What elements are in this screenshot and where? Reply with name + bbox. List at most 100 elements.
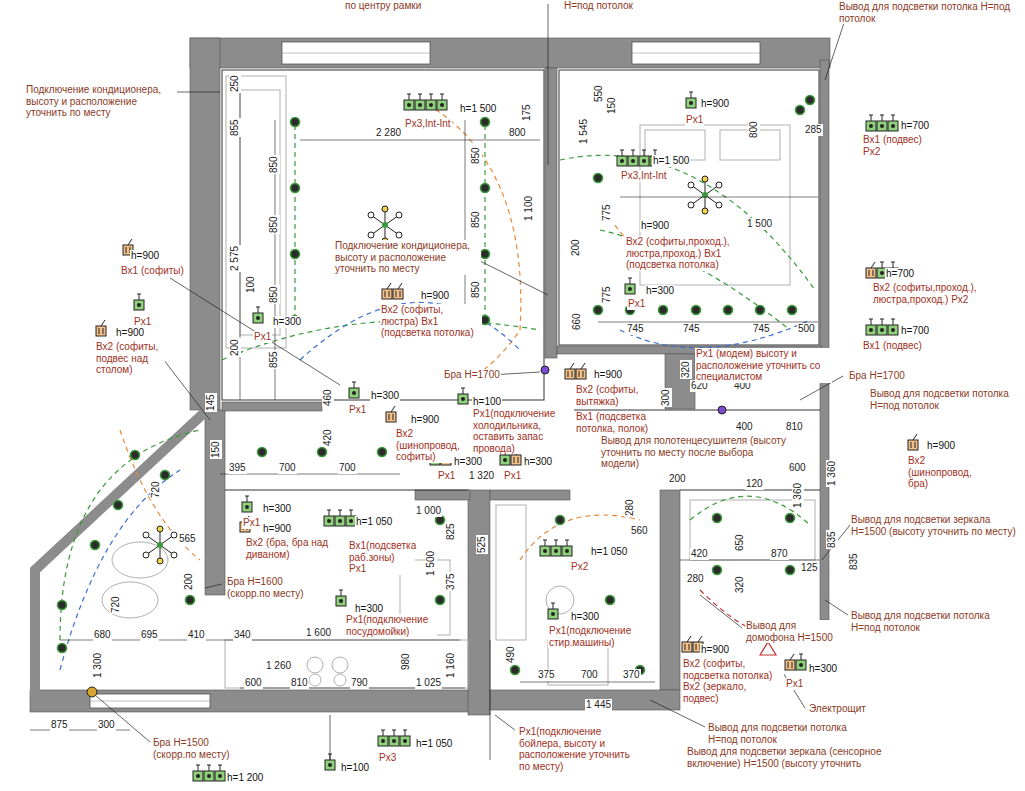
dimension-label: 200 xyxy=(183,572,195,591)
dimension-label: 850 xyxy=(268,285,280,304)
circuit-label: Рх1 xyxy=(348,404,367,416)
note-label: Вывод для подсветки потолка Н=под потоло… xyxy=(850,610,1002,633)
circuit-label: Рх3,Int-Int xyxy=(404,118,452,130)
height-label: h=1 050 xyxy=(590,546,628,558)
dimension-label: 850 xyxy=(268,215,280,234)
note-label: Вывод для полотенцесушителя (высоту уточ… xyxy=(600,435,787,470)
dimension-label: 700 xyxy=(338,462,357,474)
dimension-label: 875 xyxy=(50,719,69,731)
dimension-label: 1 600 xyxy=(305,627,332,639)
height-label: h=300 xyxy=(354,603,384,615)
dimension-label: 700 xyxy=(580,669,599,681)
dimension-label: 850 xyxy=(470,280,482,299)
height-label: h=900 xyxy=(700,644,730,656)
dimension-label: 100 xyxy=(245,275,257,294)
dimension-label: 1 500 xyxy=(746,218,773,230)
dimension-label: 1 360 xyxy=(792,482,804,509)
dimension-label: 600 xyxy=(244,677,263,689)
circuit-label: Вх1(подсветка раб.зоны) Рх1 xyxy=(348,540,415,575)
dimension-label: 320 xyxy=(680,360,692,379)
dimension-label: 320 xyxy=(734,575,746,594)
height-label: h=300 xyxy=(570,611,600,623)
height-label: h=300 xyxy=(453,456,483,468)
height-label: h=1 050 xyxy=(355,516,393,528)
dimension-label: 850 xyxy=(470,210,482,229)
dimension-label: 700 xyxy=(278,462,297,474)
dimension-label: 500 xyxy=(797,323,816,335)
dimension-label: 150 xyxy=(606,96,618,115)
dimension-label: 1 260 xyxy=(265,660,292,672)
dimension-label: 775 xyxy=(601,203,613,222)
height-label: h=300 xyxy=(262,503,292,515)
dimension-label: 340 xyxy=(233,629,252,641)
circuit-label: Рх1 xyxy=(253,331,272,343)
note-label: Вывод для подсветки потолка Н=под потоло… xyxy=(869,388,1021,411)
dimension-label: 1 100 xyxy=(523,195,535,222)
height-label: h=100 xyxy=(340,762,370,774)
height-label: h=900 xyxy=(130,250,160,262)
circuit-label: Рх3 xyxy=(378,752,397,764)
dimension-label: 400 xyxy=(735,421,754,433)
dimension-label: 375 xyxy=(537,669,556,681)
note-label: по центру рамки xyxy=(344,0,422,12)
dimension-label: 550 xyxy=(593,84,605,103)
note-label: Бра Н=1600 (скорр.по месту) xyxy=(226,576,323,599)
dimension-label: 695 xyxy=(140,629,159,641)
dimension-label: 250 xyxy=(229,74,241,93)
dimension-label: 600 xyxy=(788,462,807,474)
dimension-label: 490 xyxy=(505,645,517,664)
dimension-label: 1 320 xyxy=(468,470,495,482)
dimension-label: 800 xyxy=(508,127,527,139)
height-label: h=700 xyxy=(900,325,930,337)
circuit-label: Вх2 (софиты, люстра) Вх1 (подсветка пото… xyxy=(380,304,482,339)
circuit-label: Рх1 xyxy=(133,316,152,328)
dimension-label: 720 xyxy=(110,595,122,614)
height-label: h=300 xyxy=(645,285,675,297)
note-label: Подключение кондиционера, высоту и распо… xyxy=(334,240,481,275)
dimension-label: 810 xyxy=(785,421,804,433)
dimension-label: 280 xyxy=(624,498,636,517)
dimension-label: 1 545 xyxy=(578,118,590,145)
height-label: h=300 xyxy=(272,316,302,328)
circuit-label: Рх1 xyxy=(627,298,646,310)
dimension-label: 375 xyxy=(445,572,457,591)
dimension-label: 1 000 xyxy=(415,505,442,517)
dimension-label: 420 xyxy=(690,548,709,560)
dimension-label: 460 xyxy=(322,388,334,407)
dimension-label: 745 xyxy=(682,323,701,335)
circuit-label: Рх3,Int-Int xyxy=(620,170,668,182)
height-label: h=900 xyxy=(926,440,956,452)
dimension-label: 125 xyxy=(800,562,819,574)
note-label: Подключение кондиционера, высоту и распо… xyxy=(25,84,177,119)
height-label: h=900 xyxy=(262,523,292,535)
dimension-label: 745 xyxy=(626,323,645,335)
height-label: h=300 xyxy=(370,390,400,402)
dimension-label: 870 xyxy=(770,548,789,560)
height-label: h=1 200 xyxy=(226,772,264,784)
dimension-label: 650 xyxy=(734,533,746,552)
note-label: Вывод для подсветки потолка Н=под потоло… xyxy=(707,722,859,745)
dimension-label: 285 xyxy=(804,124,823,136)
note-label: Вывод для подсветки зеркала (сенсорное в… xyxy=(686,746,888,769)
dimension-label: 1 300 xyxy=(92,652,104,679)
note-label: Электрощит xyxy=(808,703,867,715)
circuit-label: Вх1 (софиты) xyxy=(120,265,185,277)
dimension-label: 720 xyxy=(150,480,162,499)
dimension-label: 175 xyxy=(521,103,533,122)
note-label: Н=под потолок xyxy=(563,0,634,12)
circuit-label: Вх2 (шинопровод, бра) xyxy=(907,455,971,490)
dimension-label: 300 xyxy=(97,719,116,731)
dimension-label: 200 xyxy=(570,238,582,257)
dimension-label: 835 xyxy=(848,552,860,571)
circuit-label: Вх2 (софиты,проход.), люстра,проход.) Вх… xyxy=(625,236,745,271)
dimension-label: 370 xyxy=(622,669,641,681)
dimension-label: 200 xyxy=(668,473,687,485)
dimension-label: 1 360 xyxy=(826,460,838,487)
dimension-label: 835 xyxy=(826,530,838,549)
circuit-label: Рх1 (модем) высоту и расположение уточни… xyxy=(695,348,832,383)
height-label: h=900 xyxy=(700,98,730,110)
dimension-label: 410 xyxy=(187,629,206,641)
circuit-label: Рх1(подключение бойлера, высоту и распол… xyxy=(518,726,640,772)
dimension-label: 1 445 xyxy=(585,699,612,711)
circuit-label: Рх1 xyxy=(785,678,804,690)
